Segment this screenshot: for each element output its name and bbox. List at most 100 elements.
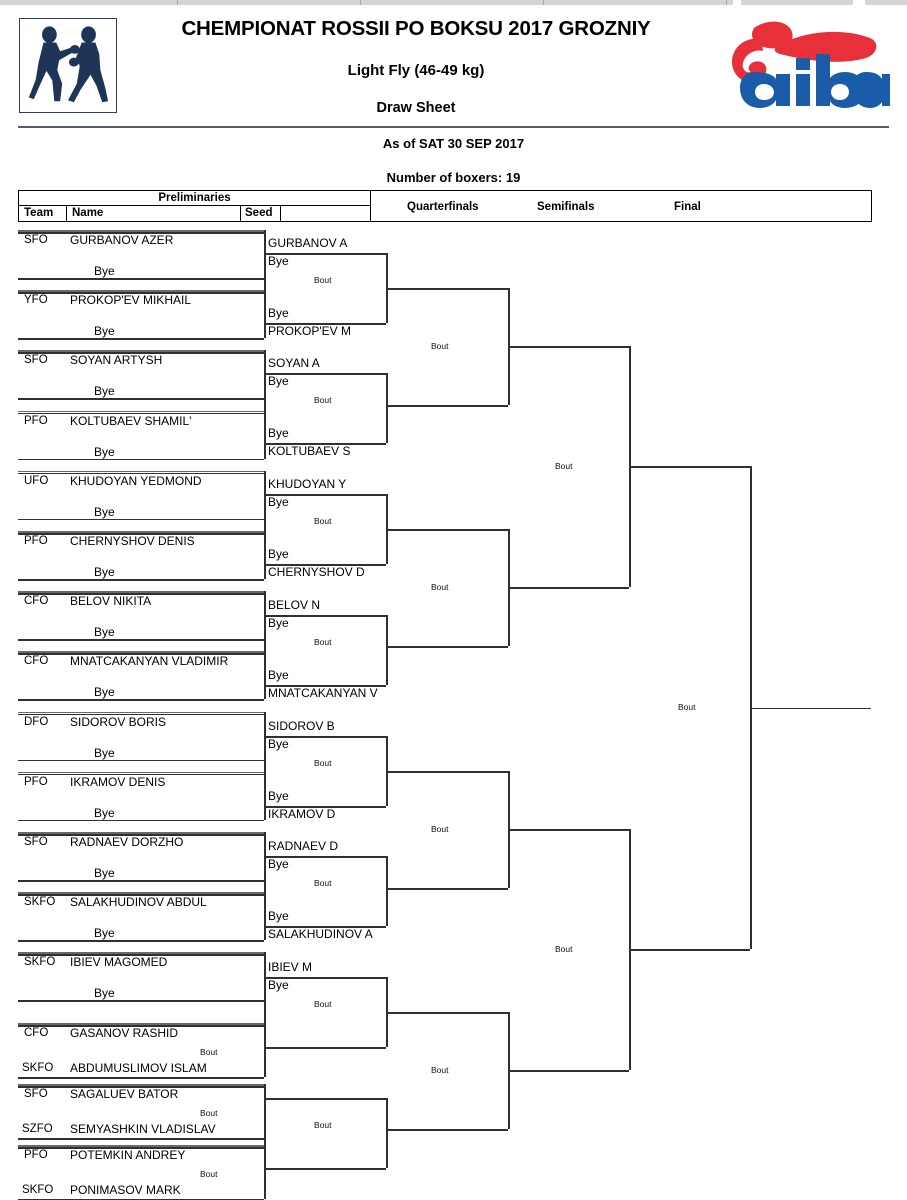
window-top-strip: [0, 0, 907, 5]
qf-top-line: [386, 288, 508, 290]
r16-top-name: IBIEV M: [268, 960, 313, 974]
header-name: Name: [67, 206, 241, 221]
prelim-bout-label: Bout: [200, 1169, 218, 1179]
prelim-team-code: PFO: [24, 414, 48, 427]
prelim-team-code: UFO: [24, 474, 49, 487]
prelim-bye-label: Bye: [94, 504, 115, 519]
prelim-bye-label: Bye: [94, 625, 115, 640]
prelim-team-code: SKFO: [24, 956, 56, 969]
r16-top-bye: Bye: [268, 374, 289, 388]
r16-top-line: [264, 615, 386, 617]
prelim-boxer-name: IKRAMOV DENIS: [70, 774, 166, 789]
prelim-bye-label: Bye: [94, 745, 115, 760]
prelim-pair-top-line2: [18, 1147, 264, 1149]
prelim-row-top-line2: [18, 533, 264, 535]
prelim-row-bottom-line: [18, 278, 264, 280]
prelim-bout-label: Bout: [200, 1108, 218, 1118]
r16-bottom-line: [264, 806, 386, 808]
prelim-team-code: PFO: [24, 1149, 48, 1161]
qf-bottom-line: [386, 405, 508, 407]
qf-bout-label: Bout: [431, 581, 449, 592]
prelim-row-bottom-line: [18, 579, 264, 581]
final-bout-label: Bout: [678, 701, 696, 712]
r16-top-name: SOYAN A: [268, 356, 320, 370]
r16-right-edge: [386, 615, 388, 685]
prelim-row-top-line: [18, 531, 264, 533]
qf-top-line: [386, 529, 508, 531]
document-type: Draw Sheet: [376, 100, 456, 116]
prelim-row-bottom-line: [18, 639, 264, 641]
r16-bottom-name: IKRAMOV D: [268, 807, 336, 821]
prelim-row-top-line2: [18, 894, 264, 896]
prelim-row-top-line2: [18, 954, 264, 956]
r16-left-edge: [264, 977, 266, 1047]
prelim-row-bottom-line: [18, 518, 264, 521]
r16-right-edge: [386, 856, 388, 926]
qf-bout-label: Bout: [431, 823, 449, 834]
r16-top-name: SIDOROV B: [268, 719, 335, 733]
prelim-row-top-line: [18, 892, 264, 894]
r16-top-bye: Bye: [268, 254, 289, 268]
prelim-boxer-name: ABDUMUSLIMOV ISLAM: [70, 1061, 207, 1075]
prelim-pair-top-line: [18, 1145, 264, 1147]
r16-bottom-line: [264, 1047, 386, 1049]
prelim-team-code: PFO: [24, 775, 48, 788]
prelim-boxer-name: CHERNYSHOV DENIS: [70, 534, 195, 548]
prelim-team-code: CFO: [24, 655, 49, 668]
r16-top-bye: Bye: [268, 495, 289, 509]
prelim-bye-label: Bye: [94, 866, 115, 880]
prelim-boxer-name: RADNAEV DORZHO: [70, 835, 184, 849]
aiba-logo: [718, 16, 890, 116]
r16-bout-label: Bout: [314, 637, 332, 647]
r16-left-edge: [264, 1098, 266, 1168]
prelim-pair-right-edge: [264, 1145, 266, 1199]
r16-top-line: [264, 494, 386, 496]
r16-bottom-bye: Bye: [268, 547, 289, 561]
r16-top-name: GURBANOV A: [268, 236, 348, 250]
sf-top-line: [508, 829, 629, 831]
prelim-bye-label: Bye: [94, 565, 115, 579]
r16-left-edge: [264, 253, 266, 323]
prelim-boxer-name: SIDOROV BORIS: [70, 714, 167, 729]
header-quarterfinals: Quarterfinals: [407, 201, 479, 213]
r16-bottom-name: MNATCAKANYAN V: [268, 686, 378, 700]
sf-bout-label: Bout: [555, 943, 573, 954]
r16-left-edge: [264, 615, 266, 685]
r16-bottom-bye: Bye: [268, 306, 289, 320]
prelim-team-code: CFO: [24, 595, 49, 608]
r16-bottom-bye: Bye: [268, 909, 289, 923]
weight-category: Light Fly (46-49 kg): [347, 62, 485, 79]
qf-top-line: [386, 1012, 508, 1014]
prelim-row-top-line2: [18, 653, 264, 655]
prelim-pair-top-line: [18, 1084, 264, 1086]
prelim-boxer-name: MNATCAKANYAN VLADIMIR: [70, 654, 229, 669]
prelim-bye-label: Bye: [94, 986, 115, 1001]
prelim-bye-label: Bye: [94, 384, 115, 399]
r16-bottom-bye: Bye: [268, 668, 289, 682]
prelim-row-bottom-line: [18, 1000, 264, 1002]
prelim-row-top-line2: [18, 593, 264, 595]
sf-bottom-line: [508, 1070, 629, 1072]
r16-bout-label: Bout: [314, 1120, 332, 1130]
prelim-bout-label: Bout: [200, 1047, 218, 1057]
prelim-boxer-name: SAGALUEV BATOR: [70, 1087, 179, 1101]
r16-top-line: [264, 253, 386, 255]
r16-bout-label: Bout: [314, 999, 332, 1009]
boxer-count: Number of boxers: 19: [386, 170, 521, 185]
prelim-boxer-name: POTEMKIN ANDREY: [70, 1148, 186, 1162]
r16-bottom-name: CHERNYSHOV D: [268, 565, 365, 579]
r16-right-edge: [386, 1098, 388, 1168]
prelim-row-bottom-line: [18, 880, 264, 882]
prelim-row-top-line2: [18, 412, 264, 415]
prelim-team-code: SKFO: [22, 1184, 54, 1196]
sf-bottom-line: [508, 587, 629, 589]
r16-bout-label: Bout: [314, 878, 332, 888]
sf-bout-label: Bout: [555, 460, 573, 471]
r16-bottom-line: [264, 564, 386, 566]
r16-bottom-line: [264, 323, 386, 325]
prelim-team-code: SFO: [24, 234, 48, 246]
r16-top-line: [264, 856, 386, 858]
prelim-row-top-line2: [18, 472, 264, 475]
r16-top-name: RADNAEV D: [268, 839, 339, 853]
r16-left-edge: [264, 736, 266, 806]
